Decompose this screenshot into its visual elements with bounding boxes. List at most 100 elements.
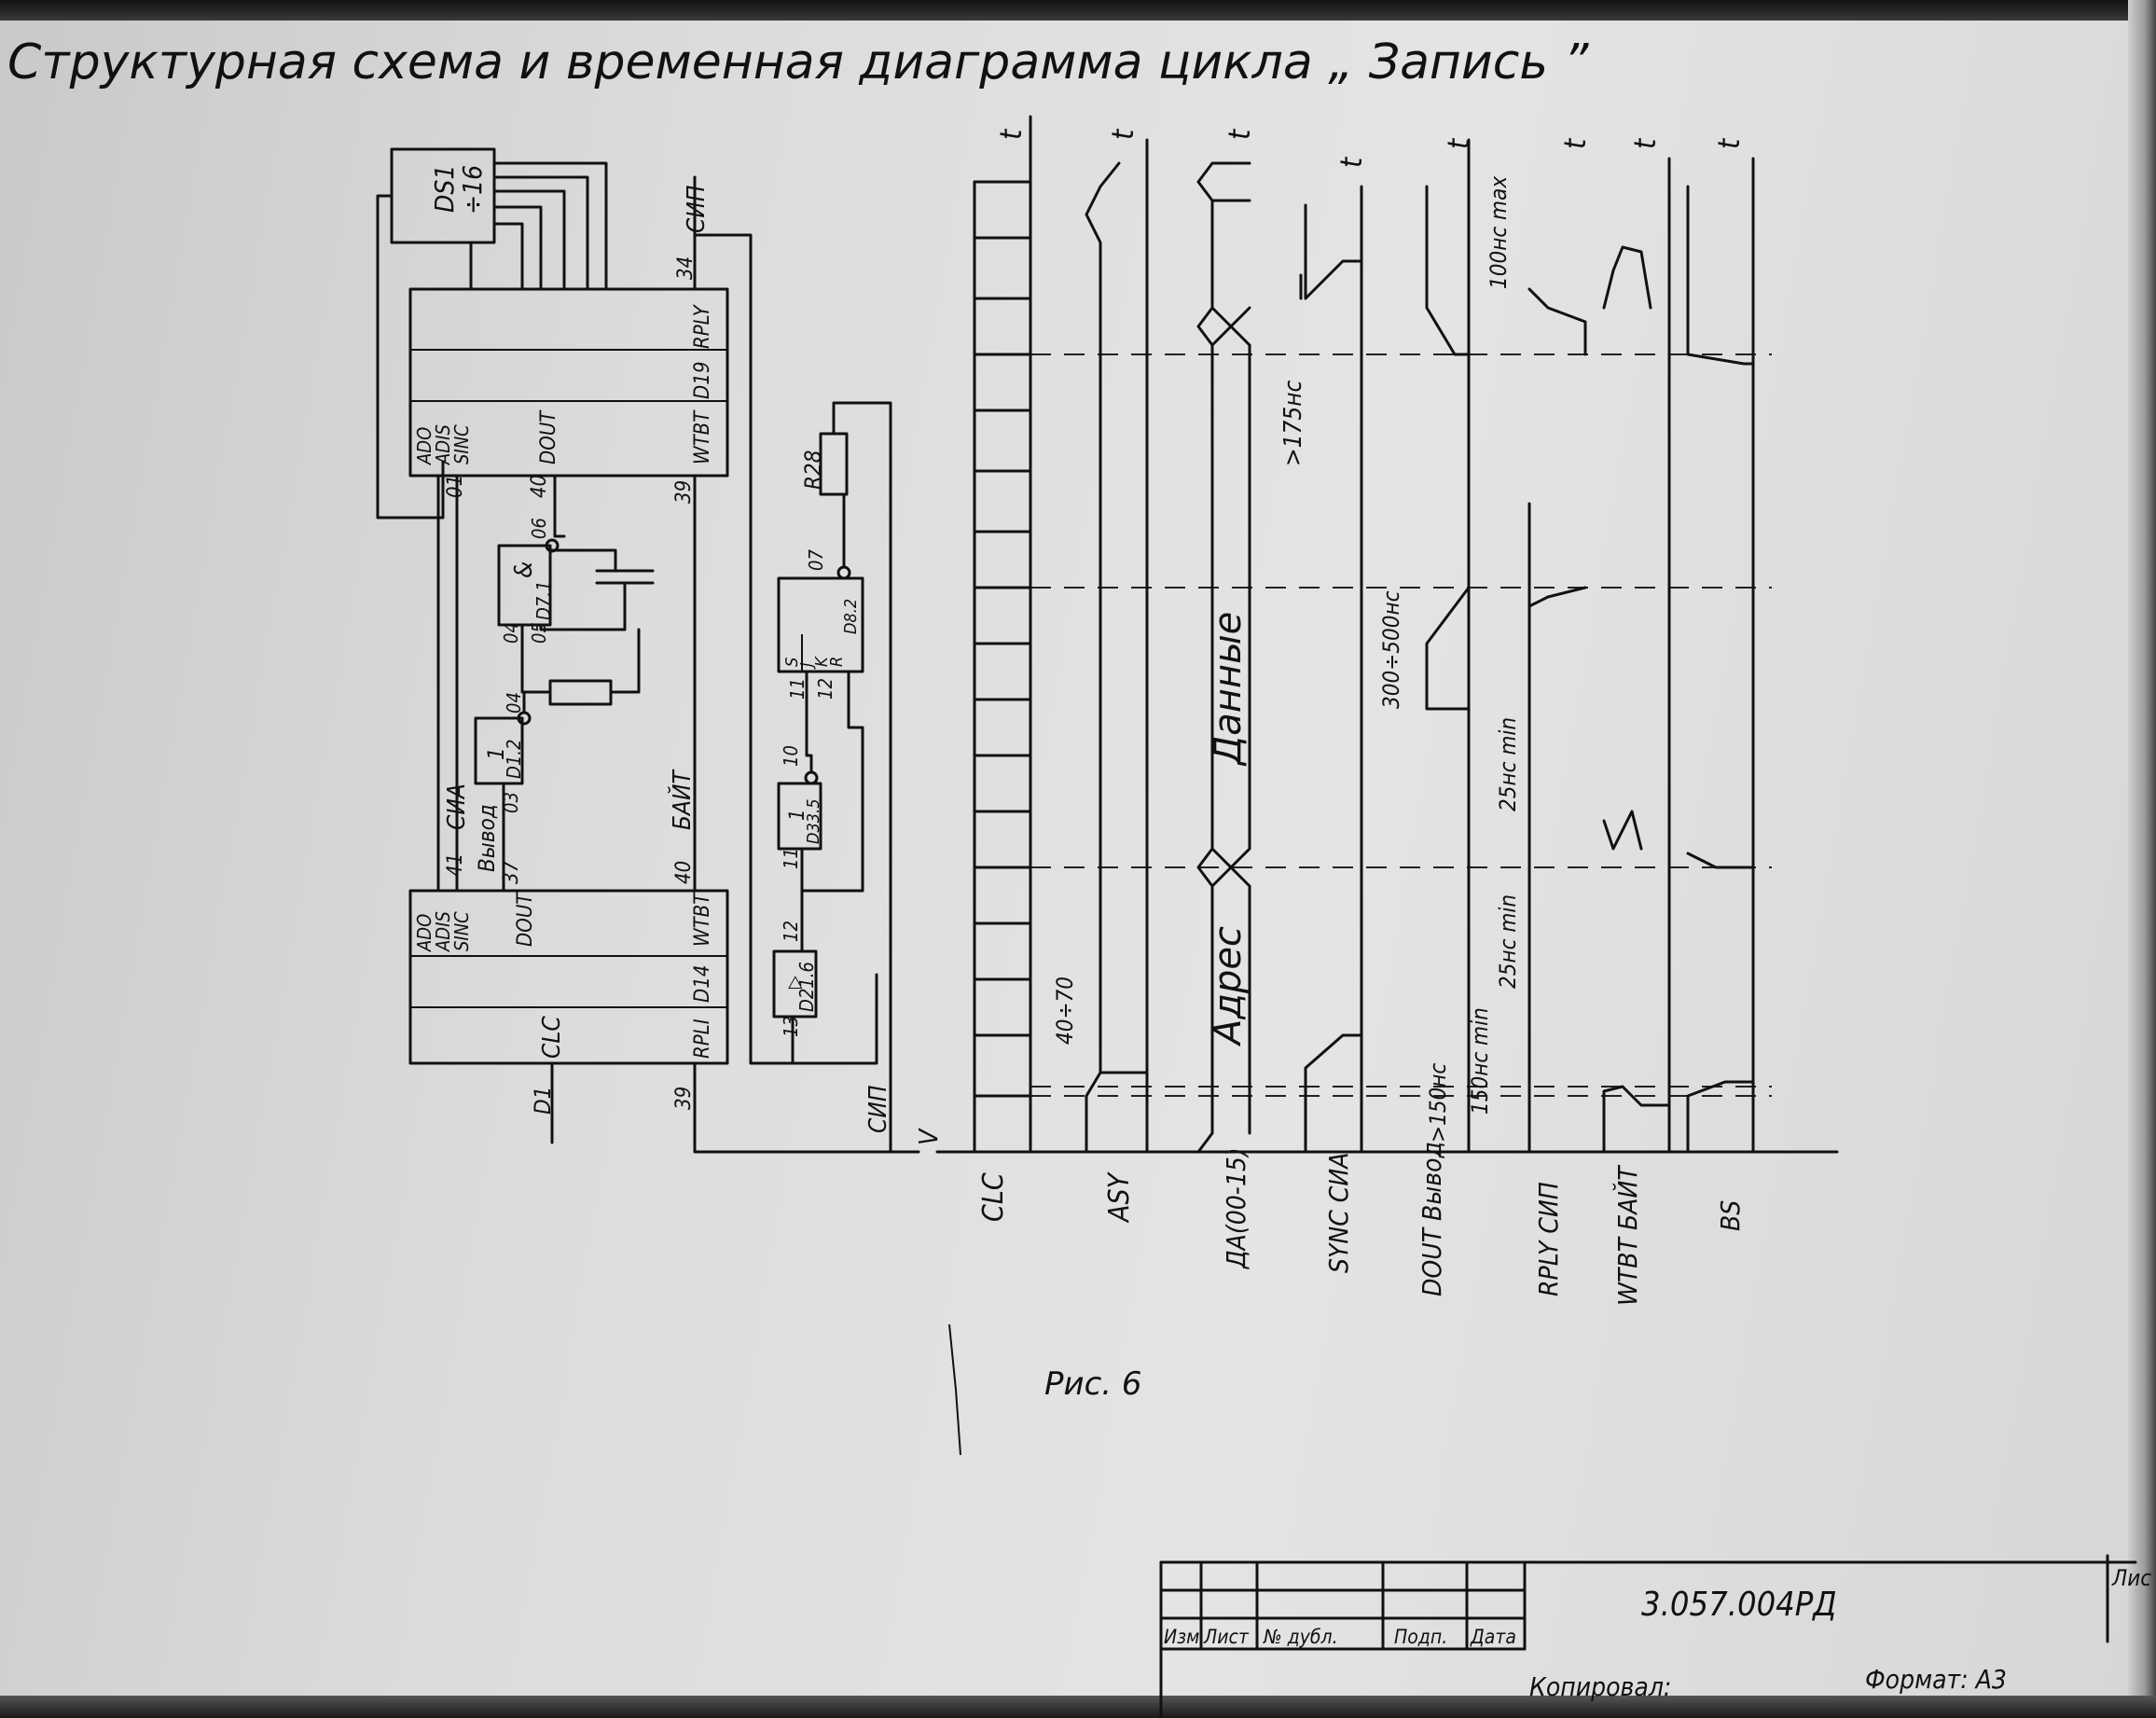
bus-address-label: Адрес: [1207, 926, 1250, 1047]
pin-39-bottom: 39: [672, 1087, 696, 1110]
tb-header-izm: Изм: [1164, 1626, 1199, 1648]
bus-data-label: Данные: [1207, 612, 1250, 767]
schematic: DS1 ÷16 ADO ADIS SINC DOUT WTBT RPLY D19…: [376, 147, 920, 1154]
annot-40-70: 40÷70: [1052, 977, 1078, 1045]
da-bus-waveform: [1196, 161, 1251, 1154]
rply-wire: [693, 1061, 920, 1154]
pen-mark: [948, 1323, 961, 1456]
d8-2-pin-11: 11: [786, 678, 808, 700]
d8-2-pin-12: 12: [814, 678, 836, 700]
clc-waveform: [973, 180, 1032, 1154]
d1-2-pin-03: 03: [500, 792, 522, 813]
doc-number: 3.057.004РД: [1641, 1586, 1837, 1624]
d7-1-pin-06: 06: [528, 518, 550, 539]
d19-pin-num-wtbt: 39: [672, 480, 696, 504]
svg-text:t: t: [1627, 137, 1663, 149]
dout-wire: [553, 474, 566, 538]
ds1-ratio: ÷16: [457, 165, 488, 215]
d21-6-pin-12: 12: [780, 921, 802, 942]
d19-pin-wtbt: WTBT: [691, 409, 714, 464]
sheet-label: Лис: [2111, 1565, 2151, 1591]
d7-1-label: D7.1: [532, 581, 555, 620]
pin-37: 37: [500, 860, 523, 884]
d7-1-pin-04: 04: [500, 622, 522, 644]
d19-pin-sinc: SINC: [450, 424, 473, 464]
ds1-wire-4: [492, 205, 543, 291]
d21-6-gate: [772, 949, 818, 1018]
signal-clc: CLC: [977, 1172, 1010, 1222]
jk-pin-s: S: [782, 658, 802, 667]
tb-header-podp: Подп.: [1394, 1626, 1447, 1648]
ds1-feedback-wire: [376, 194, 445, 520]
vyvod-label: Вывод: [474, 804, 500, 872]
sip-top-label: СИП: [683, 186, 711, 233]
v-axis-label: V: [913, 1128, 944, 1145]
annot-300-500ns: 300÷500нс: [1378, 590, 1404, 709]
d14-pin-adis: ADIS: [432, 911, 454, 952]
annot-25ns-min-1: 25нс min: [1495, 894, 1521, 989]
d14-pin-dout: DOUT: [514, 892, 537, 947]
sheet-edge-bottom: [0, 1696, 2156, 1718]
bait-label: БАЙТ: [667, 769, 697, 830]
pin-40: 40: [672, 861, 696, 884]
t-axis-labels: t t t t t t t t: [993, 128, 1747, 168]
d14-pin-sinc: SINC: [450, 911, 473, 951]
d33-5-gate: [777, 782, 822, 851]
copied-label: Копировал:: [1529, 1671, 1671, 1702]
title-block: Изм Лист № дубл. Подп. Дата 3.057.004РД …: [1159, 1554, 2151, 1718]
signal-dout: DOUT Вывод: [1417, 1142, 1447, 1296]
d8-2-pin-07: 07: [805, 549, 827, 571]
d1-pin-label: D1: [530, 1087, 556, 1115]
tb-header-data: Дата: [1470, 1626, 1516, 1648]
ds1-wire-5: [492, 222, 524, 291]
svg-text:t: t: [1222, 128, 1257, 140]
d21-6-label: D21.6: [795, 962, 818, 1012]
signal-da: ДА(00-15): [1221, 1147, 1251, 1269]
svg-text:t: t: [1557, 137, 1593, 149]
svg-text:t: t: [1334, 156, 1369, 168]
signal-rply: RPLY СИП: [1533, 1182, 1564, 1296]
d21-6-pin-13: 13: [780, 1016, 802, 1037]
d1-2-gate: [474, 716, 524, 785]
sheet-edge-top: [0, 0, 2156, 21]
svg-text:t: t: [1441, 137, 1476, 149]
d19-name: D19: [691, 362, 714, 399]
r28-label: R28: [800, 450, 826, 490]
d19-pin-rply: RPLY: [691, 303, 714, 349]
ds1-wire-1: [492, 161, 608, 291]
d14-pin-wtbt: WTBT: [691, 892, 714, 947]
tb-header-dubl: № дубл.: [1263, 1626, 1338, 1648]
annot-150ns: >150нс: [1425, 1063, 1451, 1143]
ds1-label: DS1: [429, 165, 460, 213]
d1-2-label: D1.2: [503, 740, 525, 779]
d33-5-label: D33.5: [804, 798, 823, 844]
annot-100ns-max: 100нс max: [1486, 176, 1512, 289]
signal-bs: BS: [1715, 1200, 1746, 1231]
figure-caption: Рис. 6: [1044, 1365, 1142, 1403]
pin-41: 41: [444, 853, 467, 877]
rply-waveform: [1527, 287, 1587, 608]
bs-waveform: [1686, 185, 1755, 1154]
sip-wire: [693, 233, 878, 1065]
dout-waveform: [1425, 185, 1471, 711]
d19-pin-num-dout: 40: [528, 475, 551, 498]
ds1-wire-3: [492, 189, 566, 291]
d8-2-label: D8.2: [841, 599, 861, 634]
ds1-wire-2: [492, 175, 589, 291]
signal-asy: ASY: [1103, 1171, 1136, 1224]
jk-pin-k: K: [812, 656, 832, 667]
timing-diagram: V t t t t t t t t CLC ASY 40÷70 Данные: [913, 115, 1839, 1306]
d33-5-symbol: 1: [786, 809, 809, 821]
d7-1-pin-05: 05: [528, 622, 550, 644]
resistor: [548, 679, 613, 706]
d7-1-gate: [497, 544, 552, 627]
d1-2-symbol: 1: [483, 747, 509, 760]
d19-pin-ado: ADO: [413, 427, 435, 465]
sia-label: СИА: [443, 783, 471, 830]
wtbt-waveform: [1602, 245, 1671, 1154]
sync-waveform: [1304, 203, 1363, 1154]
svg-text:t: t: [1711, 137, 1747, 149]
jk-pin-r: R: [827, 657, 847, 667]
